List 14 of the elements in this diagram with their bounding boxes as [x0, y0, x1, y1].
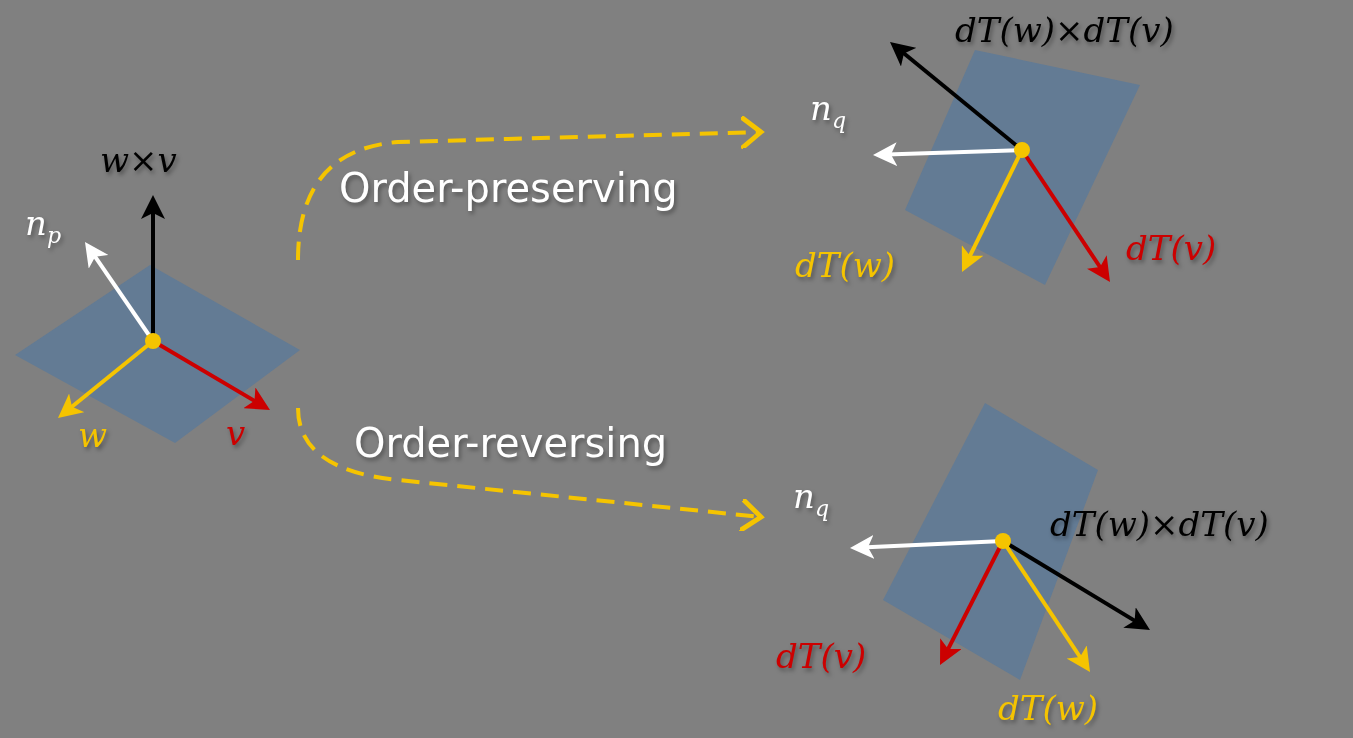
vector-label: dT(v)	[1126, 230, 1217, 268]
vector-label: n$_{p}$	[25, 205, 62, 248]
vector-label: v	[226, 415, 246, 453]
dashed-arrow	[296, 407, 764, 534]
vector-label: dT(w)	[795, 247, 896, 285]
vector-label: n$_{q}$	[793, 478, 830, 521]
vector-label: n$_{q}$	[810, 90, 847, 133]
vector-label: dT(v)	[776, 638, 867, 676]
vector-label: w	[78, 417, 108, 455]
vector-label: dT(w)	[998, 690, 1099, 728]
vector-label: w×v	[100, 142, 177, 180]
vector-label: dT(w)×dT(v)	[1050, 506, 1269, 544]
vector-label: dT(w)×dT(v)	[955, 12, 1174, 50]
dashed-arrow	[296, 114, 764, 261]
